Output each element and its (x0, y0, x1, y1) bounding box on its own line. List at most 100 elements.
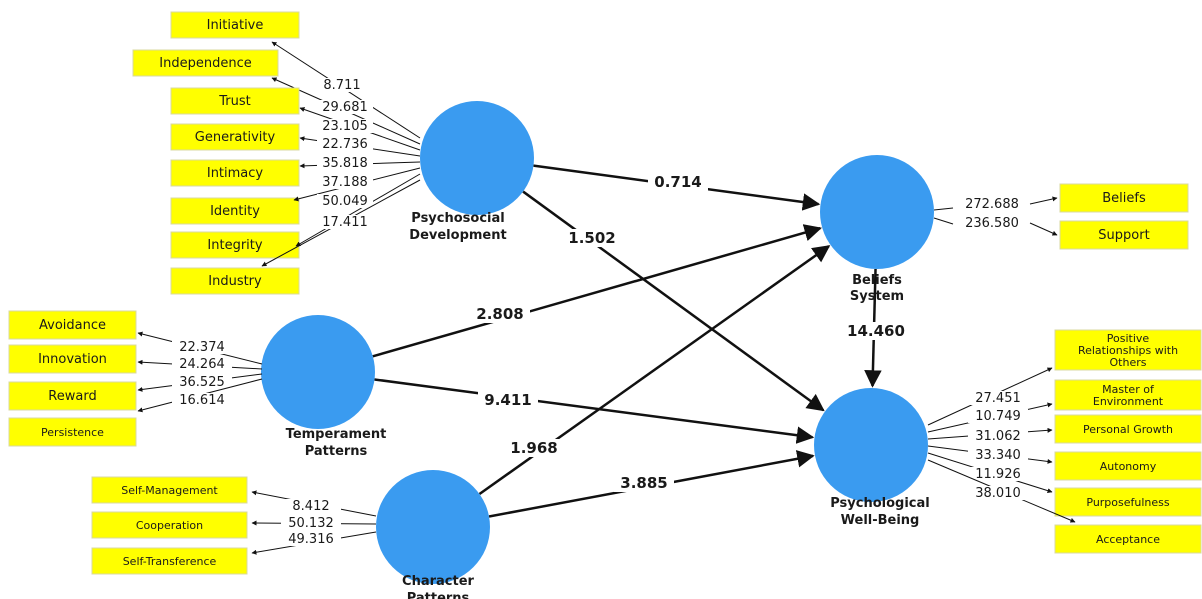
loading-backdrop (317, 100, 373, 114)
path-coefficient-label: 3.885 (620, 474, 667, 492)
indicator-wellbeing-label: Others (1110, 356, 1147, 369)
indicator-wellbeing-label: Purposefulness (1086, 496, 1170, 509)
indicator-psychosocial-box (170, 87, 300, 115)
indicator-beliefs-box (1059, 220, 1189, 250)
indicator-psychosocial-label: Intimacy (207, 166, 264, 181)
loading-backdrop (317, 156, 373, 170)
loading-value-psychosocial: 50.049 (322, 194, 368, 209)
indicator-wellbeing-box (1054, 524, 1202, 554)
indicator-temperament-label: Reward (48, 389, 96, 404)
path-coefficient-label: 2.808 (476, 305, 523, 323)
loading-value-wellbeing: 38.010 (975, 486, 1021, 501)
indicator-psychosocial-box (170, 231, 300, 259)
loading-value-character: 8.412 (292, 499, 329, 514)
construct-node-wellbeing (814, 388, 928, 502)
loading-backdrop (172, 375, 232, 389)
loading-value-temperament: 24.264 (179, 357, 225, 372)
indicator-character-label: Self-Management (121, 484, 218, 497)
construct-label-psychosocial: Psychosocial (411, 211, 504, 226)
loading-value-character: 49.316 (288, 532, 334, 547)
construct-label-psychosocial: Development (409, 228, 506, 243)
loading-backdrop (968, 486, 1028, 500)
path-label-backdrop (470, 305, 530, 323)
loading-backdrop (314, 78, 370, 92)
indicator-wellbeing-label: Autonomy (1100, 460, 1157, 473)
construct-label-beliefs: Beliefs (852, 273, 902, 288)
indicator-wellbeing-label: Master of (1102, 383, 1155, 396)
path-label-backdrop (648, 173, 708, 191)
path-label-backdrop (562, 229, 622, 247)
indicator-temperament-label: Persistence (41, 426, 104, 439)
indicator-wellbeing-box (1054, 414, 1202, 444)
loading-arrow-psychosocial (295, 173, 421, 247)
indicator-beliefs-box (1059, 183, 1189, 213)
indicator-wellbeing-label: Positive (1107, 332, 1150, 345)
construct-label-beliefs: System (850, 289, 904, 304)
indicator-psychosocial-box (170, 123, 300, 151)
loading-value-psychosocial: 8.711 (323, 78, 360, 93)
loading-value-wellbeing: 33.340 (975, 448, 1021, 463)
indicator-temperament-box (8, 310, 137, 340)
indicator-wellbeing-box (1054, 451, 1202, 481)
indicator-wellbeing-box (1054, 379, 1202, 411)
loading-value-character: 50.132 (288, 516, 334, 531)
loading-backdrop (968, 467, 1028, 481)
path-label-backdrop (478, 391, 538, 409)
path-coefficient-label: 1.968 (510, 439, 557, 457)
indicator-character-box (91, 547, 248, 575)
path-arrow-temperament-to-wellbeing (374, 378, 815, 444)
construct-label-temperament: Patterns (305, 444, 368, 459)
indicator-psychosocial-box (170, 159, 300, 187)
path-coefficient-label: 14.460 (847, 322, 905, 340)
indicator-psychosocial-label: Industry (208, 274, 262, 289)
indicator-psychosocial-box (170, 11, 300, 39)
loading-backdrop (317, 175, 373, 189)
indicator-character-box (91, 476, 248, 504)
indicator-psychosocial-label: Identity (210, 204, 260, 219)
indicator-wellbeing-label: Environment (1093, 395, 1164, 408)
loading-value-temperament: 16.614 (179, 393, 225, 408)
indicator-temperament-box (8, 381, 137, 411)
construct-label-character: Character (402, 574, 474, 589)
loading-value-psychosocial: 22.736 (322, 137, 368, 152)
loading-backdrop (968, 409, 1028, 423)
indicator-wellbeing-label: Acceptance (1096, 533, 1160, 546)
loading-backdrop (172, 393, 232, 407)
indicator-psychosocial-label: Integrity (207, 238, 262, 253)
loading-backdrop (317, 119, 373, 133)
loading-arrow-beliefs (1029, 222, 1058, 236)
path-coefficient-label: 0.714 (654, 173, 701, 191)
path-label-backdrop (846, 322, 906, 340)
loading-value-beliefs: 236.580 (965, 216, 1019, 231)
path-label-backdrop (614, 474, 674, 492)
indicator-character-label: Self-Transference (123, 555, 217, 568)
loading-backdrop (281, 499, 341, 513)
loading-value-wellbeing: 31.062 (975, 429, 1021, 444)
construct-label-wellbeing: Well-Being (841, 513, 920, 528)
loading-backdrop (172, 357, 232, 371)
indicator-psychosocial-box (132, 49, 279, 77)
loading-backdrop (968, 391, 1028, 405)
indicator-character-box (91, 511, 248, 539)
indicators-layer: Initiative8.711Independence29.681Trust23… (8, 11, 1202, 575)
loading-value-psychosocial: 23.105 (322, 119, 368, 134)
indicator-psychosocial-box (170, 267, 300, 295)
indicator-temperament-box (8, 344, 137, 374)
construct-node-beliefs (820, 155, 934, 269)
indicator-psychosocial-box (170, 197, 300, 225)
loading-value-psychosocial: 37.188 (322, 175, 368, 190)
construct-label-wellbeing: Psychological (830, 496, 930, 511)
loading-arrow-beliefs (1029, 196, 1058, 205)
construct-node-character (376, 470, 490, 584)
indicator-psychosocial-label: Trust (218, 94, 250, 109)
loading-value-wellbeing: 11.926 (975, 467, 1021, 482)
indicator-wellbeing-label: Personal Growth (1083, 423, 1173, 436)
indicator-character-label: Cooperation (136, 519, 203, 532)
loading-value-temperament: 22.374 (179, 340, 225, 355)
path-coefficient-label: 9.411 (484, 391, 531, 409)
indicator-temperament-label: Innovation (38, 352, 107, 367)
loading-value-psychosocial: 29.681 (322, 100, 368, 115)
